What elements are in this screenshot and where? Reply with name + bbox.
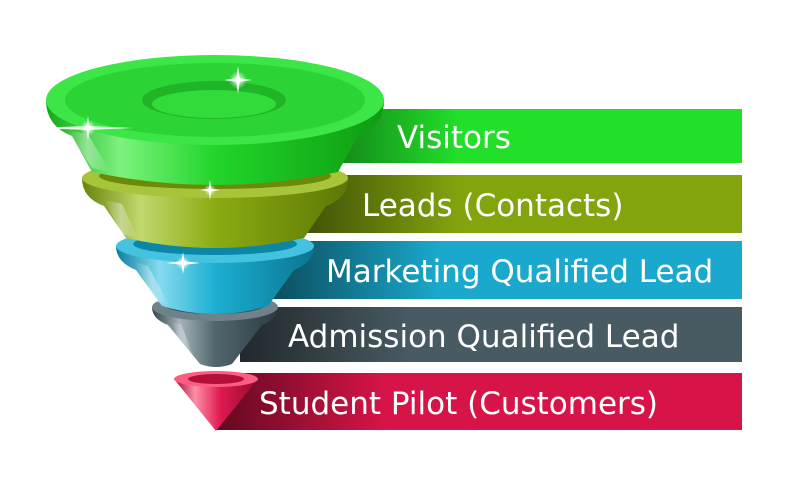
funnel-stage-student-pilot — [174, 371, 258, 431]
sparkle-icon — [224, 66, 252, 94]
ribbon-admission-qualified-lead: Admission Qualified Lead — [240, 307, 742, 362]
sparkle-icon — [166, 252, 200, 274]
stage-label-marketing-qualified-lead: Marketing Qualified Lead — [326, 254, 713, 290]
sparkle-icon — [34, 116, 134, 140]
sparkle-icon — [200, 180, 220, 200]
ribbon-visitors: Visitors — [290, 109, 742, 163]
stage-label-visitors: Visitors — [397, 120, 511, 156]
stage-label-admission-qualified-lead: Admission Qualified Lead — [288, 319, 679, 355]
stage-label-leads: Leads (Contacts) — [362, 188, 623, 224]
funnel-stage-visitors — [46, 55, 384, 185]
ribbon-student-pilot: Student Pilot (Customers) — [215, 373, 742, 430]
ribbon-marketing-qualified-lead: Marketing Qualified Lead — [270, 241, 742, 299]
stage-label-student-pilot: Student Pilot (Customers) — [259, 386, 658, 422]
ribbon-leads: Leads (Contacts) — [290, 175, 742, 233]
